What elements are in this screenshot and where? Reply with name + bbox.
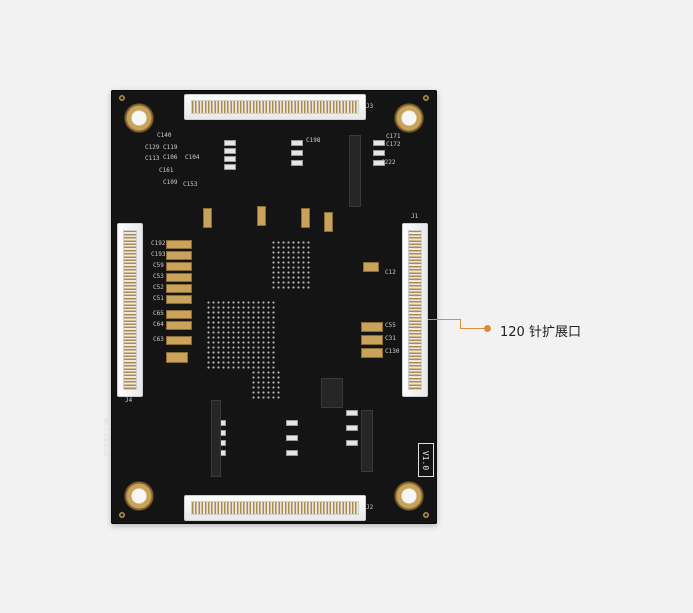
- capacitor: [286, 435, 298, 441]
- silkscreen-label: C129: [145, 144, 160, 151]
- silkscreen-label: C161: [159, 167, 174, 174]
- capacitor: [291, 160, 303, 166]
- ic: [321, 378, 343, 408]
- silkscreen-label: C171: [386, 133, 401, 140]
- capacitor: [166, 273, 192, 282]
- tooling-hole: [423, 95, 429, 101]
- capacitor: [373, 160, 385, 166]
- callout-dot-icon: [484, 325, 491, 332]
- tooling-hole: [119, 95, 125, 101]
- silkscreen-label: C106: [163, 154, 178, 161]
- capacitor: [257, 206, 266, 226]
- silkscreen-label: C140: [157, 132, 172, 139]
- expansion-connector-top: [184, 94, 366, 120]
- connector-designator: J4: [125, 397, 133, 404]
- silkscreen-label: C64: [153, 321, 164, 328]
- board-version-text: V1.0: [421, 450, 431, 470]
- capacitor: [166, 240, 192, 249]
- mounting-hole-top-right: [394, 103, 424, 133]
- callout-leader-line: [428, 319, 460, 320]
- resistor-array: [349, 135, 361, 207]
- capacitor: [166, 251, 192, 260]
- silkscreen-label: C52: [153, 284, 164, 291]
- silkscreen-label: C222: [381, 159, 396, 166]
- capacitor: [166, 310, 192, 319]
- capacitor: [291, 150, 303, 156]
- capacitor: [346, 440, 358, 446]
- capacitor: [301, 208, 310, 228]
- capacitor: [346, 425, 358, 431]
- silkscreen-label: C55: [385, 322, 396, 329]
- tooling-hole: [119, 512, 125, 518]
- capacitor: [286, 450, 298, 456]
- capacitor: [361, 348, 383, 358]
- mounting-hole-bottom-left: [124, 481, 154, 511]
- silkscreen-label: C193: [151, 251, 166, 258]
- tooling-hole: [423, 512, 429, 518]
- capacitor: [291, 140, 303, 146]
- resistor-array: [361, 410, 373, 472]
- silkscreen-label: C65: [153, 310, 164, 317]
- bga-pad-array: [251, 370, 281, 400]
- capacitor: [224, 140, 236, 146]
- silkscreen-label: C12: [385, 269, 396, 276]
- connector-designator: J2: [366, 504, 374, 511]
- capacitor: [361, 335, 383, 345]
- silkscreen-label: C119: [163, 144, 178, 151]
- silkscreen-label: C192: [151, 240, 166, 247]
- silkscreen-label: C31: [385, 335, 396, 342]
- bga-pad-array: [206, 300, 276, 370]
- capacitor: [373, 150, 385, 156]
- bga-pad-array: [271, 240, 311, 290]
- silkscreen-label: C104: [185, 154, 200, 161]
- connector-designator: J3: [366, 103, 374, 110]
- capacitor: [166, 284, 192, 293]
- expansion-connector-bottom: [184, 495, 366, 521]
- resistor-array: [211, 400, 221, 477]
- capacitor: [224, 164, 236, 170]
- capacitor: [346, 410, 358, 416]
- board-model-label: ACT2035B: [102, 418, 111, 457]
- capacitor: [224, 148, 236, 154]
- capacitor: [373, 140, 385, 146]
- capacitor: [166, 336, 192, 345]
- mounting-hole-bottom-right: [394, 481, 424, 511]
- capacitor: [363, 262, 379, 272]
- connector-designator: J1: [411, 213, 419, 220]
- capacitor: [166, 321, 192, 330]
- callout-leader-line: [460, 319, 461, 328]
- silkscreen-label: C51: [153, 295, 164, 302]
- capacitor: [324, 212, 333, 232]
- capacitor: [166, 262, 192, 271]
- expansion-connector-left: [117, 223, 143, 397]
- capacitor: [286, 420, 298, 426]
- mounting-hole-top-left: [124, 103, 154, 133]
- silkscreen-label: C130: [385, 348, 400, 355]
- silkscreen-label: C172: [386, 141, 401, 148]
- capacitor: [361, 322, 383, 332]
- capacitor: [166, 295, 192, 304]
- callout-leader-line: [460, 328, 487, 329]
- silkscreen-label: C109: [163, 179, 178, 186]
- silkscreen-label: C53: [153, 273, 164, 280]
- capacitor: [203, 208, 212, 228]
- capacitor: [166, 352, 188, 363]
- silkscreen-label: C113: [145, 155, 160, 162]
- capacitor: [224, 156, 236, 162]
- silkscreen-label: C59: [153, 262, 164, 269]
- board-version-label: V1.0: [418, 443, 434, 477]
- pcb-board: C140 C129 C119 C106 C104 C161 C153 C113 …: [111, 90, 437, 524]
- callout-label: 120 针扩展口: [500, 325, 581, 340]
- silkscreen-label: C198: [306, 137, 321, 144]
- expansion-connector-right: [402, 223, 428, 397]
- silkscreen-label: C63: [153, 336, 164, 343]
- silkscreen-label: C153: [183, 181, 198, 188]
